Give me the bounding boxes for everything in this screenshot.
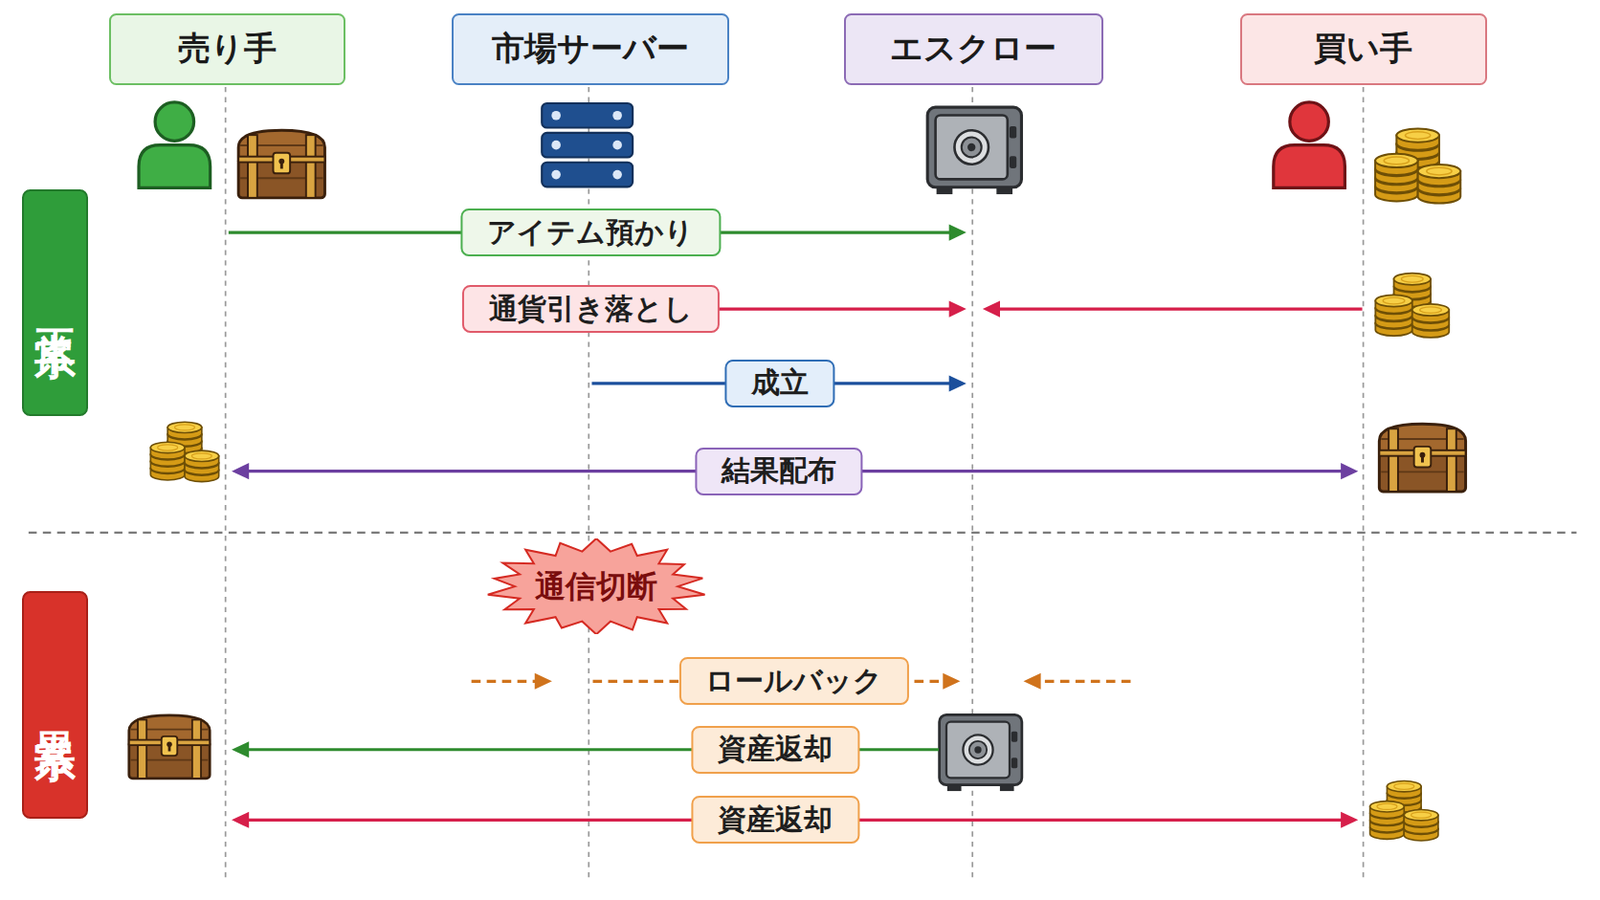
phase-title: 正常系 bbox=[32, 296, 78, 310]
coin-stack bbox=[1375, 273, 1449, 338]
participant-box: 買い手 bbox=[1240, 13, 1488, 86]
message-label: 成立 bbox=[724, 359, 835, 408]
participant-box: 売り手 bbox=[109, 13, 346, 86]
participant-box: エスクロー bbox=[844, 13, 1104, 86]
message-arrow bbox=[973, 85, 1363, 311]
server-icon bbox=[612, 111, 623, 121]
participant-box: 市場サーバー bbox=[451, 13, 730, 86]
treasure-chest bbox=[129, 715, 210, 779]
message-label: 資産返却 bbox=[691, 796, 860, 845]
phase-title: 異常系 bbox=[32, 699, 78, 712]
safe-icon bbox=[939, 714, 1023, 792]
participant-name: 買い手 bbox=[1313, 30, 1413, 67]
seller-icon bbox=[138, 102, 211, 189]
lifelines bbox=[225, 87, 1364, 881]
participant-name: エスクロー bbox=[889, 30, 1057, 67]
message-label: 通貨引き落とし bbox=[462, 285, 719, 334]
arrowhead bbox=[534, 673, 553, 690]
server-icon bbox=[541, 133, 633, 158]
arrowhead bbox=[1023, 673, 1042, 690]
participant-name: 市場サーバー bbox=[491, 30, 689, 67]
server-icon bbox=[551, 111, 561, 121]
phase-band: 異常系 bbox=[22, 591, 88, 820]
arrowhead bbox=[949, 301, 967, 318]
arrowhead bbox=[1340, 812, 1358, 829]
server-icon bbox=[612, 140, 623, 151]
arrowhead bbox=[949, 375, 967, 392]
arrowhead bbox=[1340, 463, 1358, 480]
message-label: アイテム預かり bbox=[461, 208, 721, 257]
coin-stack bbox=[1370, 781, 1439, 842]
arrowhead bbox=[231, 463, 249, 480]
burst-callout: 通信切断 bbox=[486, 538, 707, 635]
coin-stack bbox=[150, 422, 219, 482]
lifelines bbox=[1362, 87, 1365, 881]
participant-name: 売り手 bbox=[177, 30, 277, 67]
message-label: 結果配布 bbox=[694, 447, 863, 496]
burst-outline bbox=[487, 538, 705, 635]
safe-icon bbox=[927, 107, 1022, 195]
message-arrow bbox=[227, 85, 1364, 822]
arrowhead bbox=[982, 301, 1000, 318]
arrowhead bbox=[231, 741, 249, 758]
message-arrow bbox=[227, 85, 1364, 472]
server-icon bbox=[541, 103, 633, 187]
section-separator bbox=[28, 532, 1578, 534]
server-icon bbox=[551, 170, 561, 180]
lifelines bbox=[224, 87, 227, 881]
arrowhead bbox=[231, 812, 249, 829]
treasure-chest bbox=[1378, 423, 1466, 492]
message-arrow bbox=[973, 85, 1363, 683]
message-label: ロールバック bbox=[679, 657, 910, 706]
server-icon bbox=[612, 170, 623, 180]
server-icon bbox=[551, 140, 561, 151]
phase-band: 正常系 bbox=[22, 189, 88, 417]
message-label: 資産返却 bbox=[691, 726, 860, 775]
coin-stack bbox=[1375, 129, 1461, 204]
server-icon bbox=[541, 103, 633, 129]
arrowhead bbox=[942, 673, 960, 690]
callout-text: 通信切断 bbox=[534, 570, 658, 604]
arrowhead bbox=[949, 224, 967, 242]
treasure-chest bbox=[238, 130, 325, 199]
message-arrow bbox=[227, 85, 974, 751]
buyer-icon bbox=[1273, 102, 1346, 189]
lifelines bbox=[587, 87, 590, 881]
server-icon bbox=[541, 162, 633, 188]
message-arrow bbox=[590, 85, 974, 311]
